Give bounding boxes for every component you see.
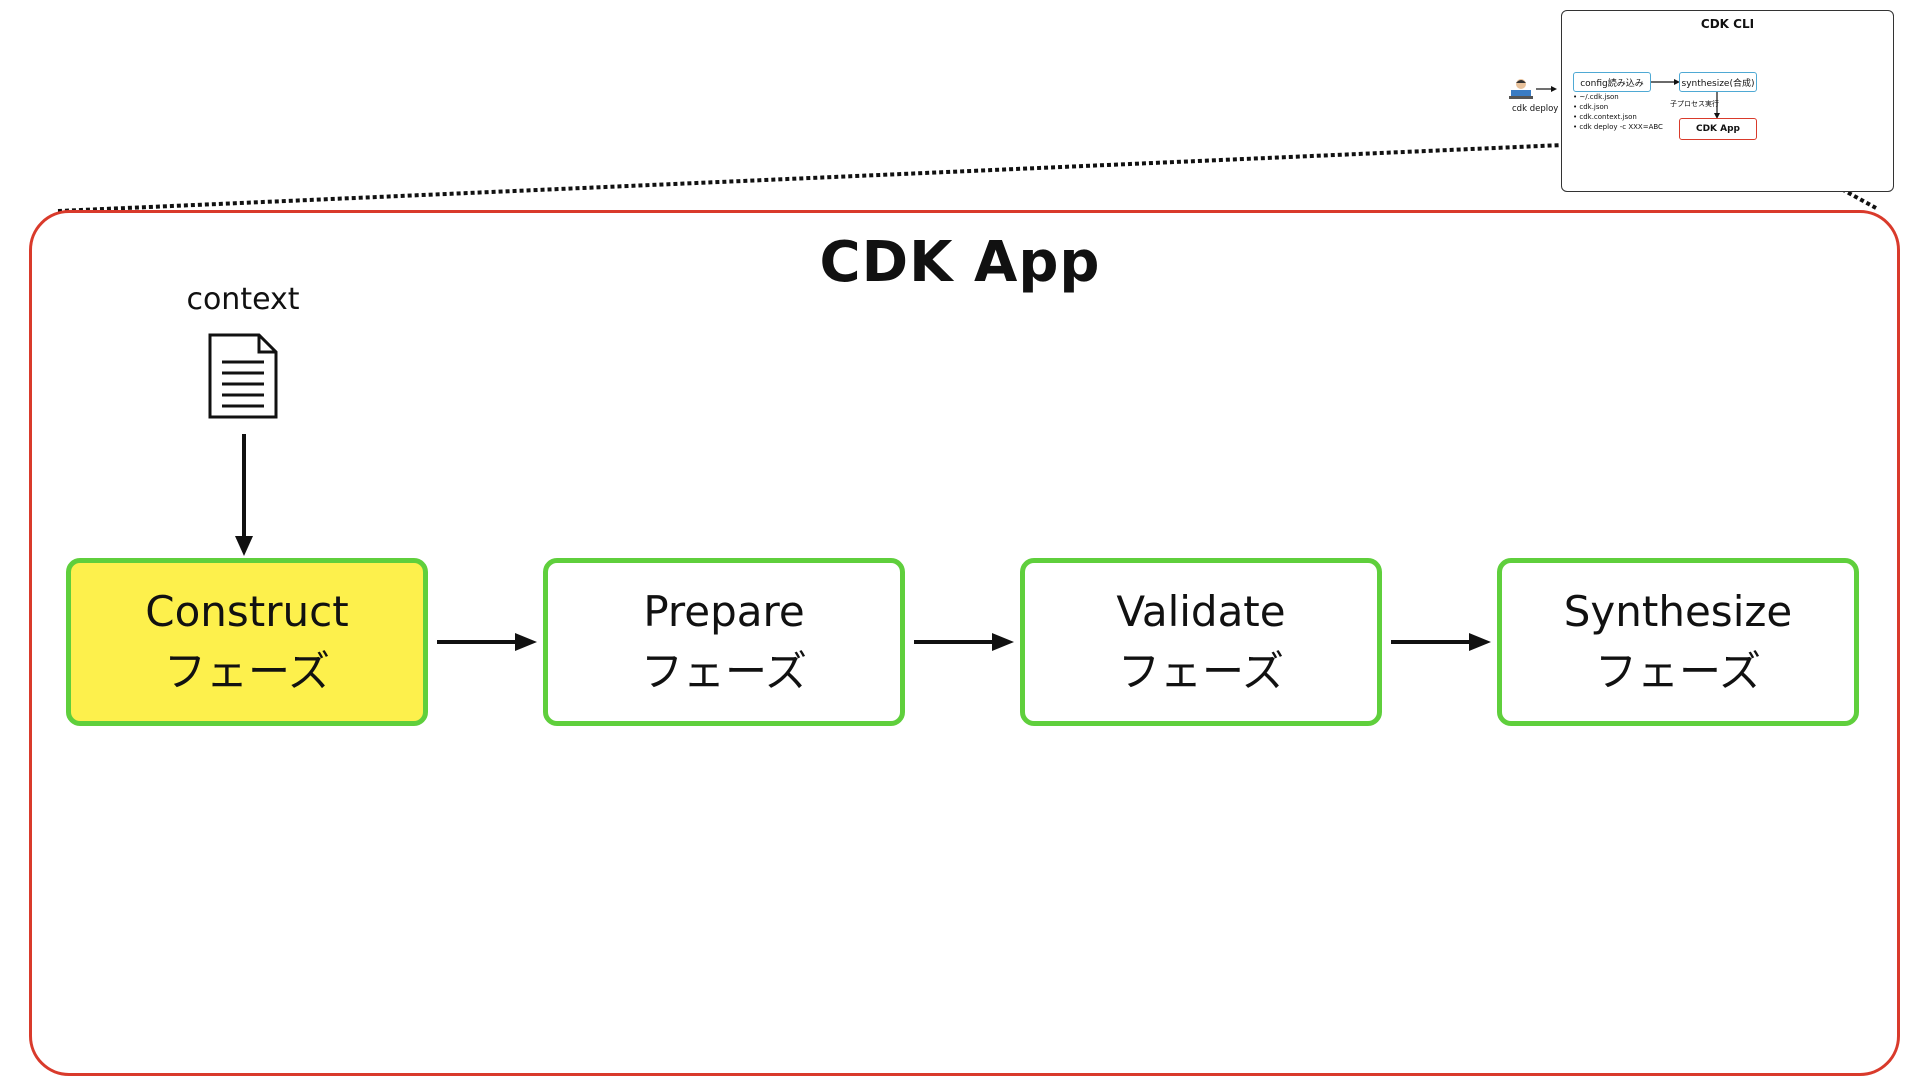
- cdk-app-title: CDK App: [819, 230, 1101, 295]
- context-arrow: [235, 434, 253, 556]
- mini-cdk-app-box: CDK App: [1679, 118, 1757, 140]
- document-icon: [208, 333, 278, 419]
- config-to-synth-arrow: [1651, 79, 1680, 85]
- config-file-item: ~/.cdk.json: [1573, 92, 1663, 102]
- user-icon: [1509, 79, 1533, 99]
- phase-suffix: フェーズ: [164, 647, 330, 696]
- phase-suffix: フェーズ: [1595, 647, 1761, 696]
- config-load-label: config読み込み: [1580, 78, 1644, 89]
- synth-to-app-arrow: [1714, 92, 1720, 119]
- user-arrow: [1536, 86, 1557, 92]
- phase-suffix: フェーズ: [641, 647, 807, 696]
- cli-title: CDK CLI: [1700, 17, 1755, 31]
- config-file-item: cdk.json: [1573, 102, 1663, 112]
- config-file-item: cdk deploy -c XXX=ABC: [1573, 122, 1663, 132]
- synthesize-box: synthesize(合成): [1679, 72, 1757, 92]
- context-label: context: [186, 282, 300, 317]
- cli-user-label: cdk deploy: [1512, 104, 1559, 114]
- flow-arrow: [1391, 633, 1491, 651]
- phase-synthesize: Synthesize フェーズ: [1497, 558, 1859, 726]
- phase-suffix: フェーズ: [1118, 647, 1284, 696]
- synthesize-label: synthesize(合成): [1681, 78, 1755, 89]
- config-file-item: cdk.context.json: [1573, 112, 1663, 122]
- phase-prepare: Prepare フェーズ: [543, 558, 905, 726]
- cdk-app-frame: [29, 210, 1900, 1076]
- config-load-box: config読み込み: [1573, 72, 1651, 92]
- phase-name: Construct: [145, 587, 349, 636]
- mini-cdk-app-label: CDK App: [1695, 124, 1741, 134]
- zoom-line-left: [57, 138, 1678, 213]
- config-file-list: ~/.cdk.json cdk.json cdk.context.json cd…: [1573, 92, 1663, 132]
- phase-name: Prepare: [643, 587, 805, 636]
- flow-arrow: [437, 633, 537, 651]
- flow-arrow: [914, 633, 1014, 651]
- phase-name: Synthesize: [1563, 587, 1793, 636]
- process-label: 子プロセス実行: [1670, 100, 1719, 108]
- phase-name: Validate: [1116, 587, 1286, 636]
- phase-validate: Validate フェーズ: [1020, 558, 1382, 726]
- phase-construct: Construct フェーズ: [66, 558, 428, 726]
